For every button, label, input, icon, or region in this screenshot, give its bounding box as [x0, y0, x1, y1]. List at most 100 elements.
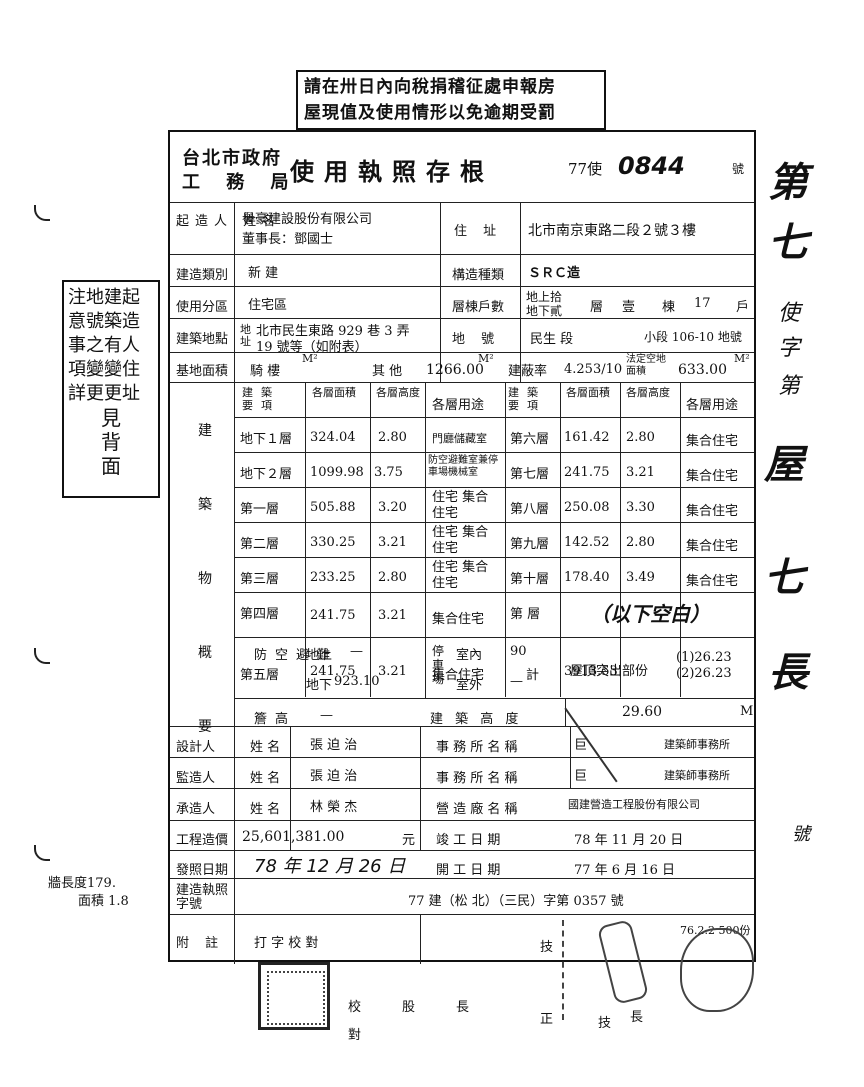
sig-label: 校	[348, 1000, 362, 1015]
side-note-line: 背	[101, 430, 121, 454]
build-type-label: 建造類別	[176, 268, 229, 283]
designer-office-suffix: 建築師事務所	[664, 738, 730, 751]
floor-name: 計	[526, 668, 540, 683]
floor-name: 第 層	[510, 607, 541, 622]
notice-line-1: 請在卅日內向稅捐稽征處申報房	[304, 77, 556, 97]
floor-use: 集合住宅	[686, 504, 739, 519]
floor-name: 第五層	[240, 668, 280, 683]
floor-area: 250.08	[564, 500, 610, 515]
m2-unit: M²	[302, 352, 318, 365]
floor-height: 3.20	[378, 500, 407, 515]
lot-label: 地 號	[452, 332, 501, 347]
floor-use: 集合住宅	[432, 612, 485, 627]
coverage-label: 建蔽率	[508, 364, 548, 379]
complete-date-label: 竣 工 日 期	[436, 833, 501, 848]
side-note-line: 面	[101, 454, 121, 478]
office-label: 事 務 所 名 稱	[436, 740, 518, 755]
permit-no-suffix: 號	[732, 162, 745, 176]
unit-count: 17	[694, 296, 711, 311]
base-other-value: 1266.00	[426, 362, 484, 378]
margin-right-char: 字	[778, 336, 801, 361]
permit-form: 台北市政府 工 務 局 使用執照存根 77使 0844 號 起造人 姓名 譽豪建…	[168, 130, 756, 964]
floor-name: 第一層	[240, 502, 280, 517]
agency-bureau: 工 務 局	[182, 172, 299, 193]
issue-date-label: 發照日期	[176, 863, 229, 878]
floor-height: 2.80	[626, 535, 655, 550]
permit-ref-value: 77 建（松 北）（三民）字第 0357 號	[408, 894, 624, 909]
floor-use: 住宅 集合住宅	[432, 490, 489, 521]
legal-open-label: 法定空地面積	[626, 354, 666, 377]
floor-area: 505.88	[310, 500, 356, 515]
margin-right-char: 第	[778, 374, 801, 399]
start-date-value: 77 年 6 月 16 日	[574, 863, 676, 878]
shelter-below-label: 地下	[306, 678, 333, 693]
lot-number: 小段 106-10 地號	[644, 330, 742, 344]
contractor-name: 林 榮 杰	[310, 800, 358, 815]
m-unit: M	[740, 704, 754, 719]
lot-section: 民生 段	[530, 332, 574, 347]
sig-label: 長	[456, 1000, 470, 1015]
sig-label: 技	[598, 1016, 612, 1031]
base-ride-label: 騎 樓	[250, 364, 281, 379]
floor-area: 142.52	[564, 535, 610, 550]
sig-label: 技	[540, 940, 554, 955]
signature-mark	[562, 920, 582, 1020]
floor-height: 2.80	[378, 430, 407, 445]
roof-label: 屋頂突出部份	[570, 664, 649, 679]
floor-name: 第二層	[240, 537, 280, 552]
notice-line-2: 屋現值及使用情形以免逾期受罰	[304, 103, 556, 123]
name-label: 姓 名	[250, 740, 281, 755]
bldg-unit: 棟	[662, 300, 676, 315]
col-height-left: 各層高度	[376, 386, 420, 399]
floor-height: 3.30	[626, 500, 655, 515]
side-note-line: 意號築造	[68, 311, 140, 332]
agency-name: 台北市政府	[182, 148, 282, 169]
m2-unit: M²	[734, 352, 750, 365]
side-note-box: 注地建起 意號築造 事之有人 項變變住 詳更更址 見 背 面	[62, 280, 160, 498]
sig-label: 長	[630, 1010, 644, 1025]
floor-area: 324.04	[310, 430, 356, 445]
sig-label: 股	[402, 1000, 416, 1015]
margin-right-char: 長	[768, 650, 808, 696]
contractor-office: 國建營造工程股份有限公司	[568, 798, 700, 811]
parking-in-label: 室內	[456, 648, 483, 663]
start-date-label: 開 工 日 期	[436, 863, 501, 878]
floors-label: 層棟戶數	[452, 300, 505, 315]
name-label: 姓 名	[250, 771, 281, 786]
blank-below-note: （以下空白）	[590, 602, 710, 626]
margin-mark	[34, 205, 50, 221]
seal-stamp	[258, 962, 330, 1030]
margin-left-1: 牆長度179.	[48, 876, 116, 891]
floor-area: 233.25	[310, 570, 356, 585]
sig-label: 對	[348, 1028, 362, 1043]
name-label: 姓 名	[250, 802, 281, 817]
contractor-label: 承造人	[176, 802, 216, 817]
signature-mark	[680, 928, 754, 1012]
shelter-above-label: 地上	[306, 648, 333, 663]
shelter-label: 防空避難	[254, 648, 339, 663]
supervisor-label: 監造人	[176, 771, 216, 786]
floor-area: 241.75	[310, 608, 356, 623]
shelter-below-value: 923.10	[334, 674, 380, 689]
site-small-label: 地址	[240, 323, 251, 348]
floor-height: 3.49	[626, 570, 655, 585]
col-item-left: 建築 要項	[242, 386, 280, 412]
parking-label: 停車場	[432, 644, 445, 686]
floor-height: 3.21	[626, 465, 655, 480]
floor-area: 1099.98	[310, 465, 364, 480]
applicant-company: 譽豪建設股份有限公司	[242, 212, 373, 227]
roof-value-1: (1)26.23	[676, 650, 732, 665]
address-label: 住 址	[454, 224, 503, 239]
permit-no-prefix: 77使	[568, 160, 603, 178]
floor-use: 住宅 集合住宅	[432, 560, 489, 591]
unit-unit: 戶	[736, 300, 750, 315]
floors-below: 地下貳	[526, 304, 563, 318]
side-note-line: 見	[101, 406, 121, 430]
margin-right-char: 第	[768, 160, 808, 206]
supervisor-office: 巨	[574, 769, 588, 784]
designer-label: 設計人	[176, 740, 216, 755]
coverage-value: 4.253/10	[564, 362, 623, 377]
eave-label: 簷高	[254, 712, 297, 727]
floor-name: 第九層	[510, 537, 550, 552]
cost-label: 工程造價	[176, 833, 229, 848]
